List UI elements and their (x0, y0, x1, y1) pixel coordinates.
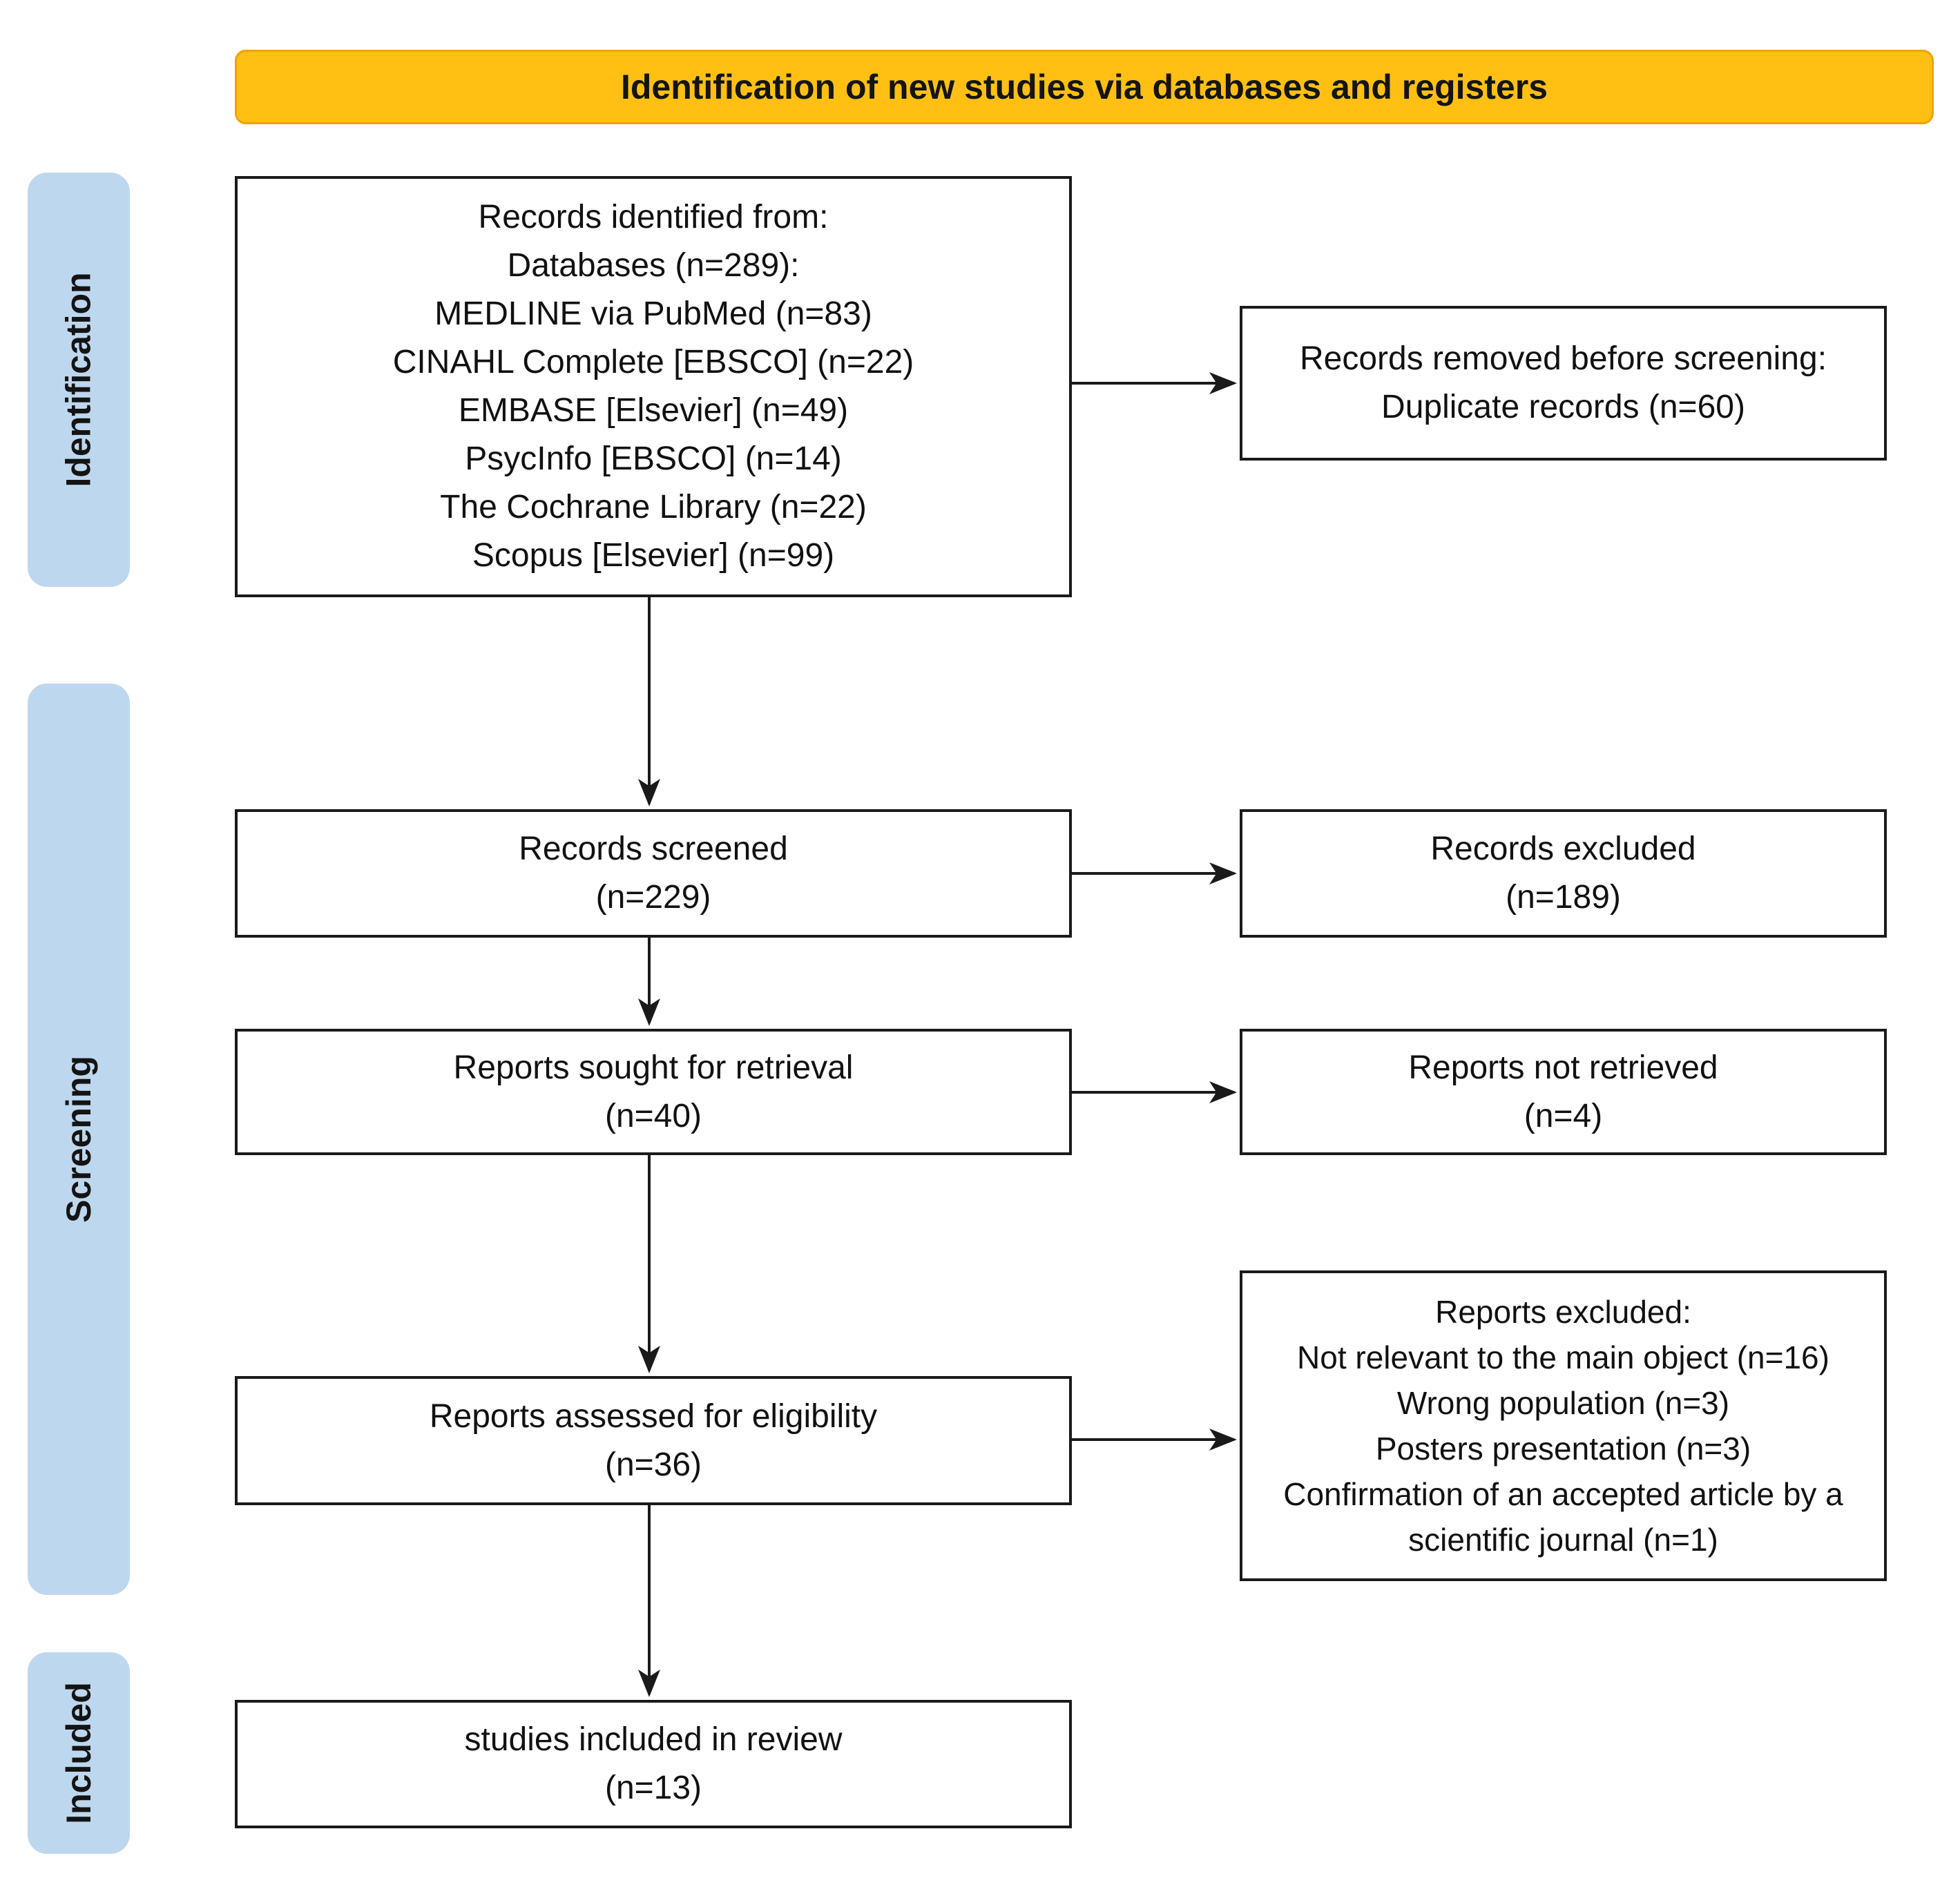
stage-label-screening: Screening (59, 1056, 98, 1223)
box-text-line: Reports assessed for eligibility (429, 1397, 878, 1435)
box-reports-sought: Reports sought for retrieval (n=40) (235, 1029, 1072, 1155)
stage-rail-included: Included (28, 1652, 130, 1854)
box-text-line: Scopus [Elsevier] (n=99) (472, 537, 835, 574)
box-text-line: PsycInfo [EBSCO] (n=14) (465, 441, 842, 477)
stage-label-identification: Identification (59, 272, 99, 487)
box-text-line: Reports not retrieved (1408, 1049, 1718, 1086)
stage-label-included: Included (59, 1682, 99, 1824)
box-text-line: Databases (n=289): (507, 247, 800, 284)
box-text-line: Posters presentation (n=3) (1375, 1431, 1751, 1467)
stage-rail-screening: Screening (28, 684, 130, 1595)
box-text-line: MEDLINE via PubMed (n=83) (434, 296, 872, 332)
box-text-line: Records removed before screening: (1299, 340, 1827, 377)
box-text-line: Reports sought for retrieval (453, 1049, 854, 1086)
box-studies-included: studies included in review (n=13) (235, 1700, 1072, 1828)
box-reports-not-retrieved: Reports not retrieved (n=4) (1240, 1029, 1887, 1155)
box-text-line: studies included in review (464, 1721, 843, 1758)
box-text-line: Confirmation of an accepted article by a… (1283, 1476, 1843, 1558)
box-text-line: Duplicate records (n=60) (1381, 389, 1745, 425)
box-text-line: CINAHL Complete [EBSCO] (n=22) (392, 344, 914, 380)
box-records-identified: Records identified from: Databases (n=28… (235, 176, 1072, 597)
box-text-line: Wrong population (n=3) (1396, 1385, 1730, 1421)
stage-rail-identification: Identification (28, 173, 130, 587)
diagram-title: Identification of new studies via databa… (620, 68, 1548, 106)
box-text-line: (n=4) (1524, 1097, 1603, 1134)
box-text-line: Records excluded (1430, 831, 1696, 867)
box-text-line: Not relevant to the main object (n=16) (1297, 1339, 1829, 1375)
box-text-line: Records identified from: (478, 199, 829, 235)
box-text-line: (n=189) (1506, 879, 1621, 916)
box-text-line: (n=13) (604, 1770, 702, 1806)
box-text-line: (n=36) (604, 1446, 702, 1483)
box-text-line: Records screened (519, 831, 788, 867)
box-text-line: Reports excluded: (1435, 1294, 1691, 1330)
box-reports-assessed: Reports assessed for eligibility (n=36) (235, 1376, 1072, 1505)
box-text-line: (n=229) (595, 879, 711, 916)
box-reports-excluded: Reports excluded: Not relevant to the ma… (1240, 1270, 1887, 1581)
box-records-excluded: Records excluded (n=189) (1240, 809, 1887, 938)
box-text-line: The Cochrane Library (n=22) (440, 489, 867, 525)
box-text-line: EMBASE [Elsevier] (n=49) (458, 392, 849, 429)
box-records-removed: Records removed before screening: Duplic… (1240, 306, 1887, 461)
box-text-line: (n=40) (604, 1097, 702, 1134)
box-records-screened: Records screened (n=229) (235, 809, 1072, 938)
diagram-title-banner: Identification of new studies via databa… (235, 50, 1934, 124)
